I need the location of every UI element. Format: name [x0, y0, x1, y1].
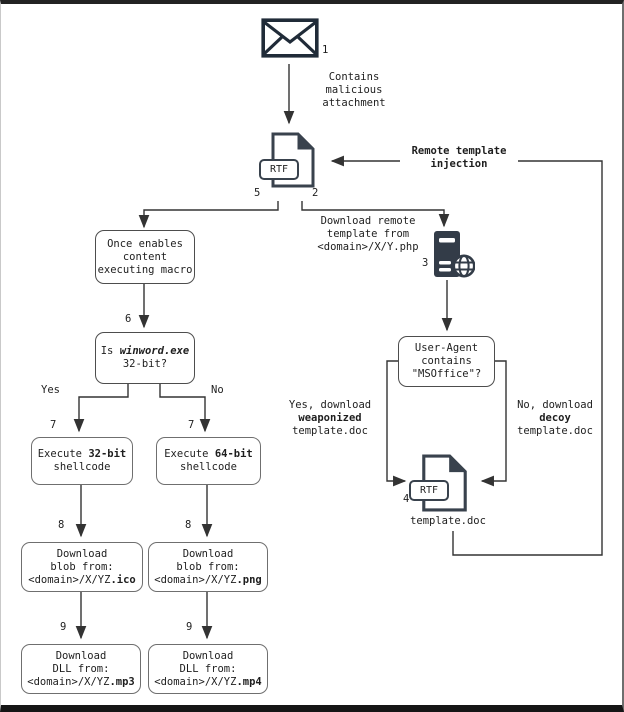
no-label: No	[211, 384, 224, 397]
contains-attachment-label: Contains malicious attachment	[322, 71, 386, 109]
connector-rtf-to-macro	[138, 201, 279, 229]
download-dll-mp4-box: Download DLL from: <domain>/X/YZ.mp4	[148, 644, 268, 694]
rtf-badge: RTF	[259, 159, 299, 180]
download-remote-label: Download remote template from <domain>/X…	[317, 215, 419, 253]
step-4: 4	[403, 493, 410, 505]
useragent-decision-box: User-Agent contains "MSOffice"?	[398, 336, 495, 387]
connector-rtf-to-server	[301, 201, 450, 228]
download-dll-mp3-box: Download DLL from: <domain>/X/YZ.mp3	[21, 644, 141, 694]
email-envelope-icon	[261, 18, 319, 58]
remote-injection-label: Remote template injection	[400, 145, 518, 171]
download-blob-ico-box: Download blob from: <domain>/X/YZ.ico	[21, 542, 143, 592]
template-doc-label: template.doc	[410, 515, 486, 527]
template-doc-rtf-icon: RTF	[409, 452, 475, 514]
step-8-left: 8	[58, 519, 65, 531]
globe-icon	[452, 254, 475, 278]
yes-weaponized-label: Yes, download weaponized template.doc	[288, 399, 372, 437]
winword-32bit-decision: Is winword.exe 32-bit?	[95, 332, 195, 384]
step-5: 5	[254, 187, 261, 199]
server-icon	[434, 231, 475, 278]
connector-useragent-no	[480, 360, 507, 487]
step-2: 2	[312, 187, 319, 199]
connector-winword-no	[159, 382, 211, 433]
step-9-left: 9	[60, 621, 67, 633]
connector-useragent-yes	[386, 360, 407, 487]
rtf-file-icon: RTF	[259, 130, 321, 202]
download-blob-png-box: Download blob from: <domain>/X/YZ.png	[148, 542, 268, 592]
step-8-right: 8	[185, 519, 192, 531]
step-3: 3	[422, 257, 429, 269]
no-decoy-label: No, download decoy template.doc	[517, 399, 593, 437]
step-6: 6	[125, 313, 132, 325]
step-7-left: 7	[50, 419, 57, 431]
step-7-right: 7	[188, 419, 195, 431]
execute-64bit-box: Execute 64-bit shellcode	[156, 437, 261, 485]
rtf-badge: RTF	[409, 480, 449, 501]
macro-enabled-box: Once enables content executing macro	[95, 230, 195, 284]
yes-label: Yes	[41, 384, 60, 397]
connector-winword-yes	[73, 382, 129, 433]
step-9-right: 9	[186, 621, 193, 633]
step-1: 1	[322, 44, 329, 56]
execute-32bit-box: Execute 32-bit shellcode	[31, 437, 133, 485]
